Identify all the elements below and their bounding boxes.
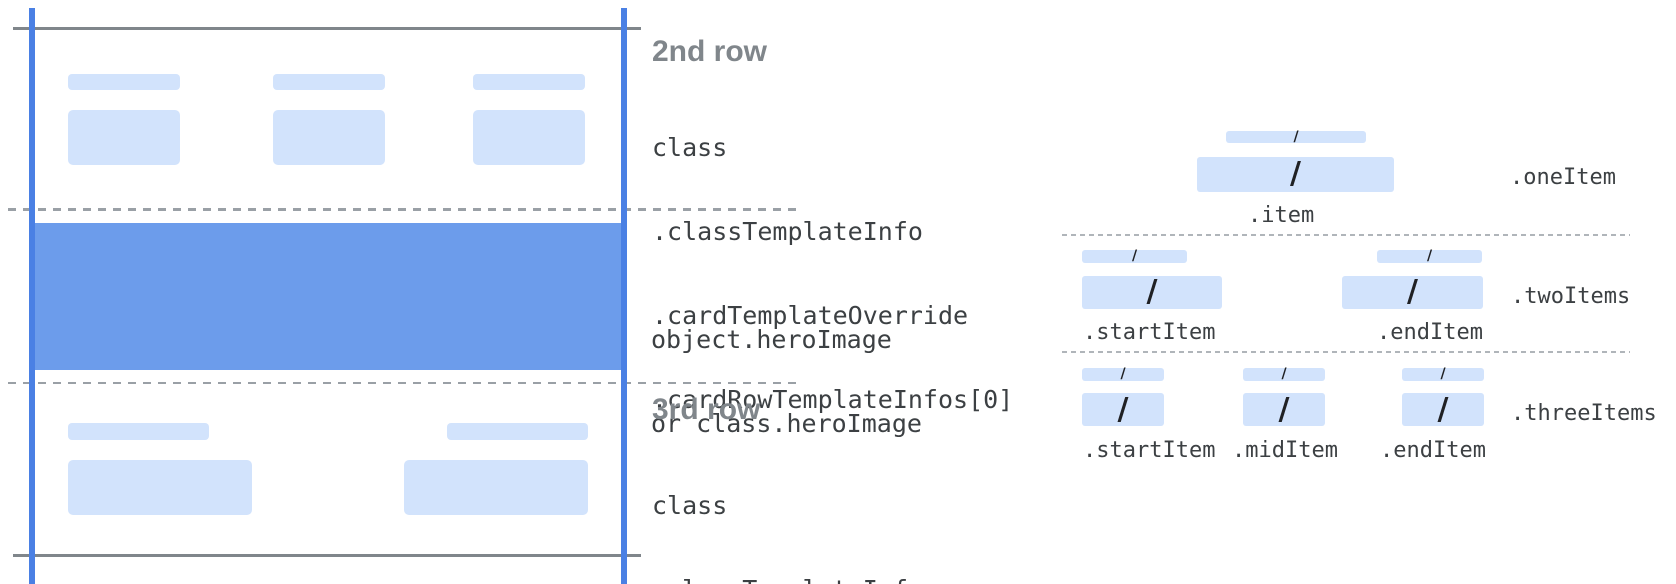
row2-heading: 2nd row — [652, 35, 768, 68]
twoitems-start-label-bar: / — [1082, 248, 1187, 265]
row2-path-line: class — [652, 133, 728, 162]
row3-start-value-placeholder — [68, 460, 252, 515]
text-placeholder-slash-icon: / — [1146, 274, 1158, 309]
text-placeholder-slash-icon: / — [1437, 391, 1449, 427]
text-placeholder-slash-icon: / — [1281, 366, 1287, 383]
row2-col3-label-placeholder — [473, 74, 585, 90]
twoitems-end-label: .endItem — [1377, 320, 1483, 345]
row2-path-line: .classTemplateInfo — [652, 217, 923, 246]
row2-path-line: .cardRowTemplateInfos[0] — [652, 385, 1014, 414]
row2-hero-dashed-separator — [8, 208, 798, 211]
row3-path: class .classTemplateInfo .cardTemplateOv… — [652, 436, 1013, 584]
oneitem-twoitems-dashed-separator — [1062, 234, 1630, 236]
oneitem-item-label: .item — [1248, 203, 1315, 228]
text-placeholder-slash-icon: / — [1290, 156, 1301, 191]
hero-image-band — [34, 223, 621, 370]
twoitems-end-label-bar: / — [1377, 248, 1482, 265]
text-placeholder-slash-icon: / — [1293, 128, 1299, 145]
text-placeholder-slash-icon: / — [1440, 366, 1446, 383]
threeitems-start-label: .startItem — [1083, 438, 1216, 463]
card-top-boundary-line — [13, 26, 641, 30]
text-placeholder-slash-icon: / — [1131, 248, 1138, 265]
threeitems-start-label-bar: / — [1082, 366, 1164, 383]
row3-heading: 3rd row — [652, 393, 761, 426]
hero-path: object.heroImage or class.heroImage — [651, 270, 922, 494]
text-placeholder-slash-icon: / — [1278, 391, 1290, 427]
twoitems-start-label: .startItem — [1083, 320, 1216, 345]
twoitems-group-label: .twoItems — [1511, 284, 1631, 309]
row2-col2-value-placeholder — [273, 110, 385, 165]
hero-row3-dashed-separator — [8, 381, 798, 384]
text-placeholder-slash-icon: / — [1120, 366, 1126, 383]
row3-end-value-placeholder — [404, 460, 588, 515]
twoitems-end-value-bar: / — [1342, 274, 1483, 309]
threeitems-end-label-bar: / — [1402, 366, 1484, 383]
threeitems-group-label: .threeItems — [1511, 401, 1657, 426]
twoitems-start-value-bar: / — [1082, 274, 1222, 309]
row3-path-line: .classTemplateInfo — [652, 576, 1013, 584]
row2-path: class .classTemplateInfo .cardTemplateOv… — [652, 78, 1013, 470]
card-left-guide-line — [29, 8, 35, 584]
hero-path-line: object.heroImage — [651, 325, 892, 354]
row3-start-label-placeholder — [68, 423, 209, 440]
threeitems-mid-label-bar: / — [1243, 366, 1325, 383]
text-placeholder-slash-icon: / — [1407, 274, 1418, 309]
threeitems-mid-label: .midItem — [1232, 438, 1338, 463]
oneitem-group-label: .oneItem — [1510, 165, 1616, 190]
threeitems-end-label: .endItem — [1380, 438, 1486, 463]
threeitems-start-value-bar: / — [1082, 393, 1164, 426]
threeitems-mid-value-bar: / — [1243, 393, 1325, 426]
oneitem-label-bar: / — [1226, 128, 1366, 145]
card-bottom-boundary-line — [13, 553, 641, 557]
twoitems-threeitems-dashed-separator — [1062, 351, 1630, 353]
row2-col1-value-placeholder — [68, 110, 180, 165]
row3-end-label-placeholder — [447, 423, 588, 440]
text-placeholder-slash-icon: / — [1426, 248, 1433, 265]
row2-path-line: .cardTemplateOverride — [652, 301, 969, 330]
row2-col3-value-placeholder — [473, 110, 585, 165]
hero-path-line: or class.heroImage — [651, 409, 922, 438]
row2-col2-label-placeholder — [273, 74, 385, 90]
threeitems-end-value-bar: / — [1402, 393, 1484, 426]
text-placeholder-slash-icon: / — [1117, 391, 1129, 427]
row3-path-line: class — [652, 491, 728, 520]
oneitem-value-bar: / — [1197, 156, 1394, 192]
row2-col1-label-placeholder — [68, 74, 180, 90]
card-right-guide-line — [621, 8, 627, 584]
